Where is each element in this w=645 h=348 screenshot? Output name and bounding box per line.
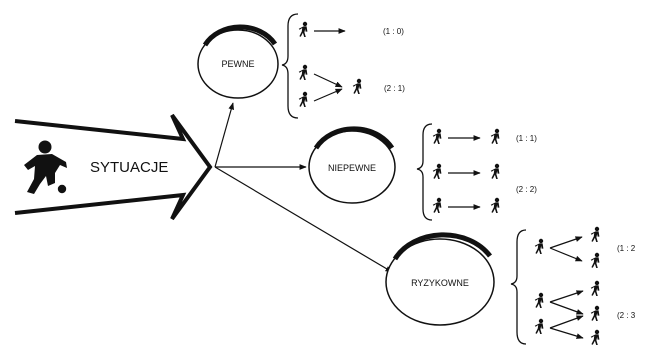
- option-row: (1 : 0): [298, 21, 404, 37]
- node-label: PEWNE: [221, 59, 254, 69]
- ratio-label: (2 : 1): [384, 84, 405, 93]
- option-row: (2 : 3: [534, 280, 636, 345]
- player-icon: [432, 163, 442, 179]
- footballer-icon: [24, 140, 67, 194]
- player-icon: [490, 128, 500, 144]
- curly-brace: [416, 123, 433, 221]
- player-icon: [490, 163, 500, 179]
- situations-arrow: [14, 113, 213, 221]
- node-label: NIEPEWNE: [328, 163, 376, 173]
- player-icon: [590, 226, 600, 242]
- ratio-label: (2 : 3: [617, 311, 636, 320]
- source-label: SYTUACJE: [90, 159, 168, 176]
- node-pewne: PEWNE: [197, 24, 279, 99]
- player-icon: [352, 78, 362, 94]
- player-icon: [298, 21, 308, 37]
- player-icon: [590, 252, 600, 268]
- player-icon: [590, 280, 600, 296]
- ratio-label: (1 : 2: [617, 244, 636, 253]
- player-icon: [298, 64, 308, 80]
- node-ryzykowne: RYZYKOWNE: [385, 232, 495, 326]
- option-row: (1 : 2: [534, 226, 636, 268]
- ratio-label: (1 : 0): [383, 27, 404, 36]
- connectors: [214, 102, 393, 273]
- curly-brace: [510, 229, 527, 345]
- player-icon: [432, 197, 442, 213]
- node-niepewne: NIEPEWNE: [308, 126, 396, 204]
- options-niepewne: (1 : 1) (2 : 2): [416, 123, 537, 221]
- connector-pewne: [214, 102, 235, 168]
- player-icon: [432, 128, 442, 144]
- player-icon: [534, 292, 544, 308]
- ratio-label: (1 : 1): [516, 134, 537, 143]
- player-icon: [534, 238, 544, 254]
- player-icon: [298, 91, 308, 107]
- ratio-label: (2 : 2): [516, 185, 537, 194]
- player-icon: [534, 318, 544, 334]
- connector-ryzykowne: [214, 166, 393, 273]
- option-row: (1 : 1): [432, 128, 537, 144]
- options-ryzykowne: (1 : 2 (2 : 3: [510, 226, 636, 345]
- option-row: (2 : 2): [432, 163, 537, 213]
- curly-brace: [281, 13, 299, 119]
- player-icon: [590, 305, 600, 321]
- options-pewne: (1 : 0) (2 : 1): [281, 13, 405, 119]
- option-row: (2 : 1): [298, 64, 405, 107]
- player-icon: [490, 197, 500, 213]
- player-icon: [590, 329, 600, 345]
- node-label: RYZYKOWNE: [411, 278, 469, 288]
